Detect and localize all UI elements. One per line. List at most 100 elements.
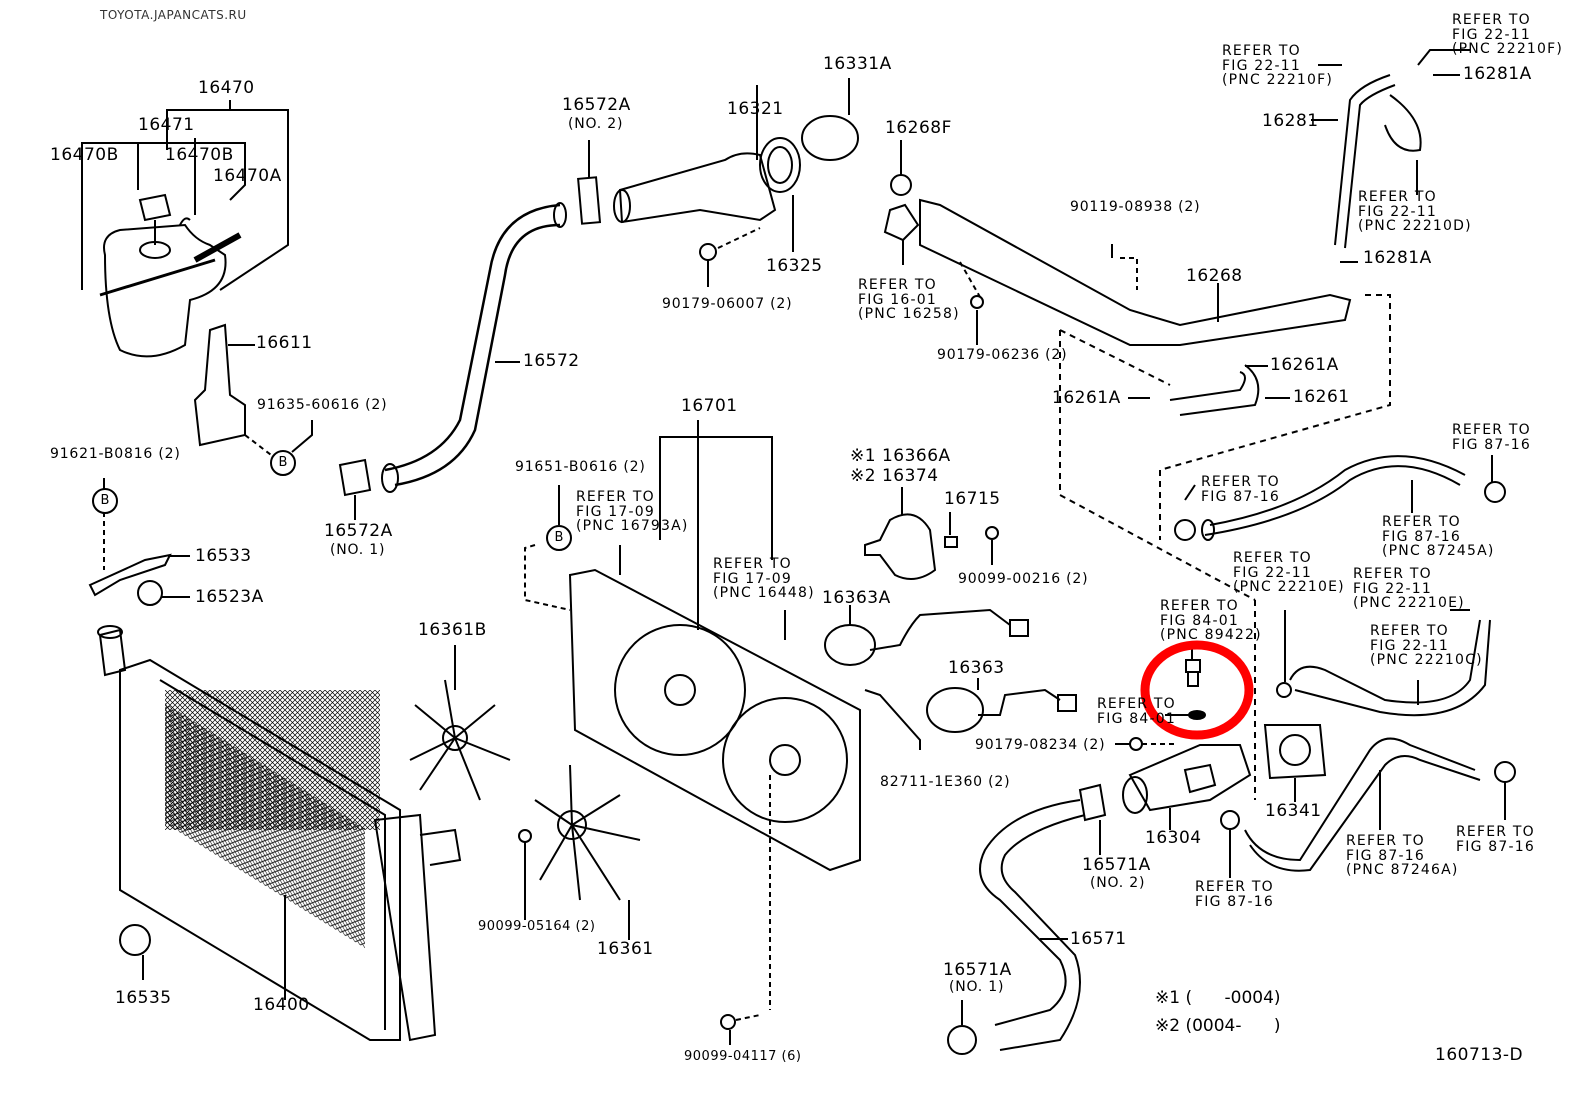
part-label-91621-B0816[interactable]: 91621-B0816 (2) (50, 446, 181, 462)
part-label-16400[interactable]: 16400 (253, 995, 310, 1015)
bypass-pipe-16268-drawing (883, 140, 1352, 346)
part-label-16261[interactable]: 16261 (1293, 387, 1350, 407)
hose-87246A-drawing (1244, 737, 1481, 872)
part-label-16470[interactable]: 16470 (198, 78, 255, 98)
bracket-16533-drawing (88, 553, 172, 597)
part-label-16331A[interactable]: 16331A (823, 54, 892, 74)
part-label-16321[interactable]: 16321 (727, 99, 784, 119)
part-label-16304[interactable]: 16304 (1145, 828, 1202, 848)
part-label-90179-06236[interactable]: 90179-06236 (2) (937, 347, 1068, 363)
part-label-16363[interactable]: 16363 (948, 658, 1005, 678)
part-label-16361B[interactable]: 16361B (418, 620, 487, 640)
part-label-16533[interactable]: 16533 (195, 546, 252, 566)
part-label-16281A[interactable]: 16281A (1363, 248, 1432, 268)
footnote-mark: ※2 (1155, 1016, 1181, 1036)
reservoir-tank-drawing (99, 193, 242, 358)
part-label-16715[interactable]: 16715 (944, 489, 1001, 509)
part-label-16571A-no2[interactable]: 16571A (1082, 855, 1151, 875)
hose-22210C-drawing (1289, 619, 1491, 717)
footnote-2: ※2 (0004- ) (1155, 1016, 1281, 1036)
hose-16571-drawing (979, 799, 1086, 1051)
part-label-16572A-no1[interactable]: 16572A (324, 521, 393, 541)
part-label-16261A[interactable]: 16261A (1052, 388, 1121, 408)
part-label-90179-08234[interactable]: 90179-08234 (2) (975, 737, 1106, 753)
hose-16261-drawing (1169, 364, 1260, 416)
radiator-drawing (97, 625, 462, 1042)
part-label-16470A[interactable]: 16470A (213, 166, 282, 186)
part-label-16572[interactable]: 16572 (523, 351, 580, 371)
part-label-16470B[interactable]: 16470B (165, 145, 234, 165)
part-label-91651-B0616[interactable]: 91651-B0616 (2) (515, 459, 646, 475)
part-label-16470B[interactable]: 16470B (50, 145, 119, 165)
hose-16281-drawing (1334, 74, 1422, 249)
part-label-16535[interactable]: 16535 (115, 988, 172, 1008)
part-note-no2: (NO. 2) (1090, 875, 1146, 891)
highlight-circle (1140, 640, 1254, 740)
part-label-91635-60616[interactable]: 91635-60616 (2) (257, 397, 388, 413)
part-label-16281[interactable]: 16281 (1262, 111, 1319, 131)
fan-motor-16363-drawing (926, 687, 1077, 733)
bracket-16611-drawing (193, 323, 246, 447)
part-label-16268[interactable]: 16268 (1186, 266, 1243, 286)
part-label-16571A-no1[interactable]: 16571A (943, 960, 1012, 980)
part-label-16341[interactable]: 16341 (1265, 801, 1322, 821)
gasket-16341-drawing (1263, 724, 1327, 780)
part-note-no2: (NO. 2) (568, 116, 624, 132)
part-note-no1: (NO. 1) (949, 979, 1005, 995)
part-label-82711-1E360[interactable]: 82711-1E360 (2) (880, 774, 1011, 790)
part-label-90099-05164[interactable]: 90099-05164 (2) (478, 919, 596, 934)
part-label-16325[interactable]: 16325 (766, 256, 823, 276)
footnote-1: ※1 ( -0004) (1155, 988, 1281, 1008)
part-label-16701[interactable]: 16701 (681, 396, 738, 416)
temperature-sensor-drawing (1165, 643, 1206, 720)
fan-motor-16363A-drawing (824, 608, 1029, 666)
part-label-16261A[interactable]: 16261A (1270, 355, 1339, 375)
part-label-16611[interactable]: 16611 (256, 333, 313, 353)
resistor-16366A-drawing (864, 513, 937, 580)
marker-b: B (546, 525, 572, 551)
part-label-16363A[interactable]: 16363A (822, 588, 891, 608)
part-label-90179-06007[interactable]: 90179-06007 (2) (662, 296, 793, 312)
part-label-16366A[interactable]: ※1 16366A (850, 446, 951, 466)
site-watermark: TOYOTA.JAPANCATS.RU (100, 8, 247, 22)
part-label-16374[interactable]: ※2 16374 (850, 466, 939, 486)
part-label-16571[interactable]: 16571 (1070, 929, 1127, 949)
water-inlet-16321-drawing (613, 78, 859, 287)
fan-shroud-16701-drawing (568, 568, 861, 872)
part-label-16572A-no2[interactable]: 16572A (562, 95, 631, 115)
part-label-90119-08938[interactable]: 90119-08938 (2) (1070, 199, 1201, 215)
part-label-16281A[interactable]: 16281A (1463, 64, 1532, 84)
footnote-range: ( -0004) (1185, 988, 1281, 1008)
footnote-mark: ※1 (1155, 988, 1181, 1008)
part-label-16471[interactable]: 16471 (138, 115, 195, 135)
figure-code: 160713-D (1435, 1045, 1524, 1065)
part-label-90099-04117[interactable]: 90099-04117 (6) (684, 1049, 802, 1064)
part-label-16523A[interactable]: 16523A (195, 587, 264, 607)
footnote-range: (0004- ) (1185, 1016, 1281, 1036)
part-label-90099-00216[interactable]: 90099-00216 (2) (958, 571, 1089, 587)
marker-b: B (92, 488, 118, 514)
part-label-16268F[interactable]: 16268F (885, 118, 952, 138)
part-label-16361[interactable]: 16361 (597, 939, 654, 959)
water-outlet-16304-drawing (1122, 744, 1252, 814)
fan-16361B-drawing (409, 679, 511, 801)
callout-bracket-16470 (81, 100, 289, 291)
